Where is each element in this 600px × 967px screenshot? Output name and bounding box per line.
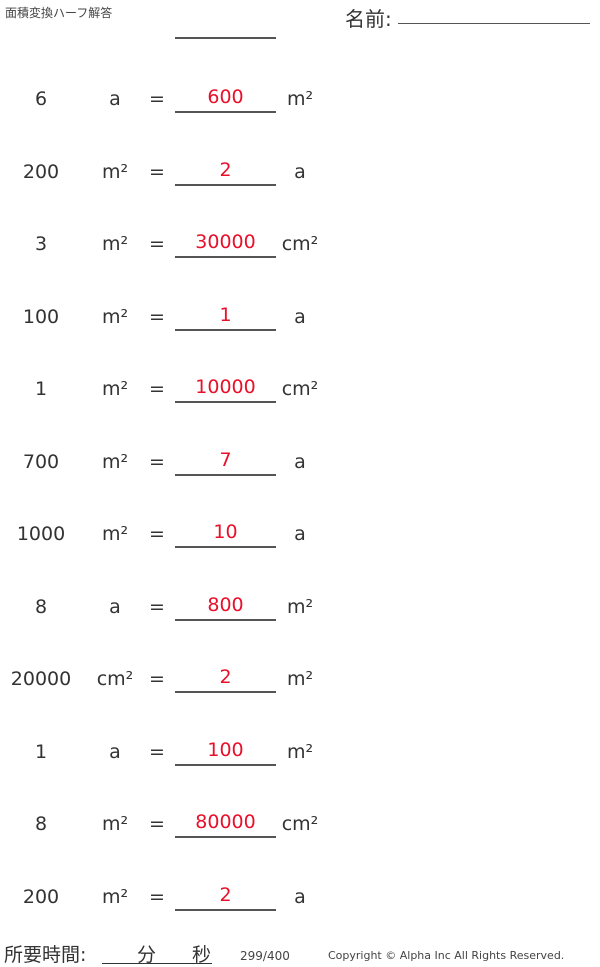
answer: 800 — [175, 592, 276, 621]
equals-sign: = — [149, 668, 165, 690]
given-value: 1 — [34, 378, 48, 400]
equals-sign: = — [149, 595, 165, 618]
to-unit: cm² — [281, 813, 319, 835]
from-unit: cm² — [96, 668, 134, 690]
equals-sign: = — [149, 378, 165, 400]
time-label: 所要時間: — [4, 944, 87, 966]
to-unit: a — [294, 450, 306, 473]
given-value: 6 — [34, 88, 48, 110]
equals-sign: = — [149, 740, 165, 763]
name-label: 名前: — [345, 7, 392, 31]
problem-row: 8 a = 800 m² — [0, 592, 340, 622]
to-unit: a — [294, 523, 306, 545]
given-value: 100 — [22, 305, 60, 328]
given-value: 1000 — [16, 523, 66, 545]
answer: 30000 — [175, 229, 276, 258]
given-value: 200 — [22, 160, 60, 183]
from-unit: m² — [101, 523, 129, 545]
answer: 2 — [175, 157, 276, 186]
equals-sign: = — [149, 160, 165, 183]
equals-sign: = — [149, 450, 165, 473]
from-unit: a — [109, 740, 121, 763]
page-number: 299/400 — [240, 949, 290, 963]
equals-sign: = — [149, 523, 165, 545]
blank-line — [175, 37, 276, 39]
given-value: 20000 — [10, 668, 72, 690]
equals-sign: = — [149, 813, 165, 835]
from-unit: a — [109, 88, 121, 110]
copyright: Copyright © Alpha Inc All Rights Reserve… — [328, 949, 565, 962]
to-unit: a — [294, 305, 306, 328]
to-unit: cm² — [281, 233, 319, 255]
from-unit: m² — [101, 885, 129, 908]
to-unit: m² — [286, 595, 314, 618]
from-unit: a — [109, 595, 121, 618]
worksheet-title: 面積変換ハーフ解答 — [5, 6, 113, 20]
to-unit: m² — [286, 88, 314, 110]
answer: 10000 — [175, 374, 276, 403]
from-unit: m² — [101, 160, 129, 183]
answer: 1 — [175, 302, 276, 331]
answer: 7 — [175, 447, 276, 476]
problem-row: 1000 m² = 10 a — [0, 519, 340, 549]
seconds-label: 秒 — [192, 944, 212, 966]
to-unit: m² — [286, 668, 314, 690]
to-unit: a — [294, 160, 306, 183]
time-field-line — [102, 963, 212, 964]
given-value: 3 — [34, 233, 48, 255]
equals-sign: = — [149, 885, 165, 908]
given-value: 8 — [34, 813, 48, 835]
problem-row: 6 a = 600 m² — [0, 84, 340, 114]
answer: 10 — [175, 519, 276, 548]
given-value: 200 — [22, 885, 60, 908]
equals-sign: = — [149, 88, 165, 110]
from-unit: m² — [101, 450, 129, 473]
name-field-line — [398, 23, 590, 24]
given-value: 8 — [34, 595, 48, 618]
to-unit: a — [294, 885, 306, 908]
from-unit: m² — [101, 233, 129, 255]
to-unit: cm² — [281, 378, 319, 400]
problem-row: 20000 cm² = 2 m² — [0, 664, 340, 694]
problem-row: 1 a = 100 m² — [0, 737, 340, 767]
answer: 2 — [175, 664, 276, 693]
equals-sign: = — [149, 305, 165, 328]
from-unit: m² — [101, 378, 129, 400]
from-unit: m² — [101, 305, 129, 328]
to-unit: m² — [286, 740, 314, 763]
from-unit: m² — [101, 813, 129, 835]
equals-sign: = — [149, 233, 165, 255]
answer: 80000 — [175, 809, 276, 838]
minutes-label: 分 — [137, 944, 157, 966]
given-value: 700 — [22, 450, 60, 473]
answer: 100 — [175, 737, 276, 766]
given-value: 1 — [34, 740, 48, 763]
answer: 2 — [175, 882, 276, 911]
answer: 600 — [175, 84, 276, 113]
